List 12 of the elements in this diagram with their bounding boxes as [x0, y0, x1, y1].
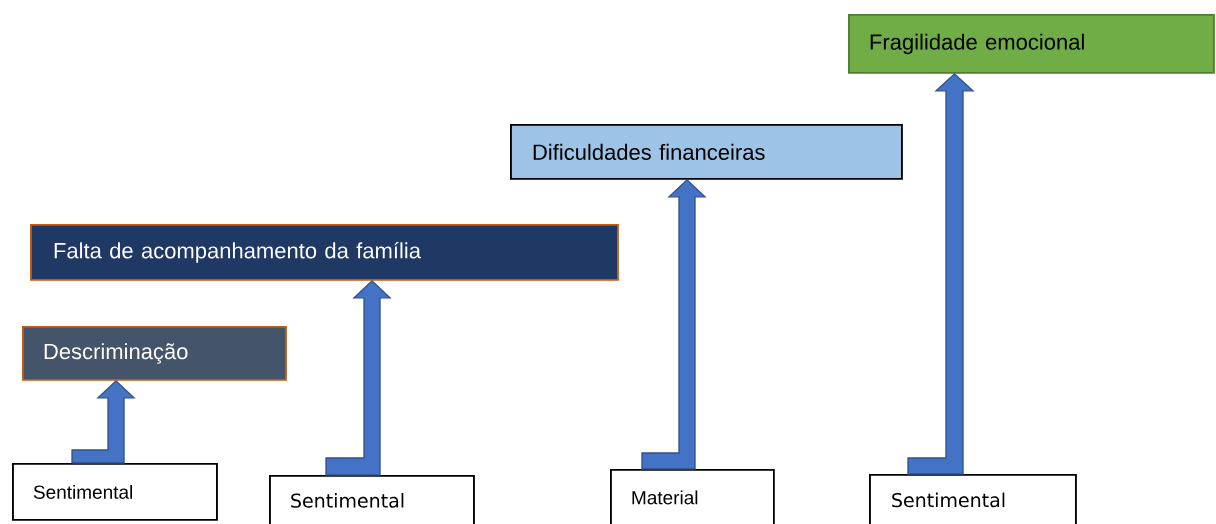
- label-box: Falta de acompanhamento da família: [30, 224, 619, 281]
- bent-arrow: [641, 178, 707, 470]
- label-box: Sentimental: [12, 463, 218, 521]
- label-box: Dificuldades financeiras: [510, 124, 903, 180]
- label-box: Sentimental: [869, 474, 1077, 524]
- bent-arrow: [907, 72, 975, 475]
- label-box: Fragilidade emocional: [848, 14, 1215, 74]
- bent-arrow: [325, 279, 392, 476]
- label-box: Sentimental: [269, 475, 475, 524]
- label-box: Descriminação: [22, 326, 287, 381]
- bent-arrow: [71, 379, 136, 464]
- label-box: Material: [610, 469, 775, 524]
